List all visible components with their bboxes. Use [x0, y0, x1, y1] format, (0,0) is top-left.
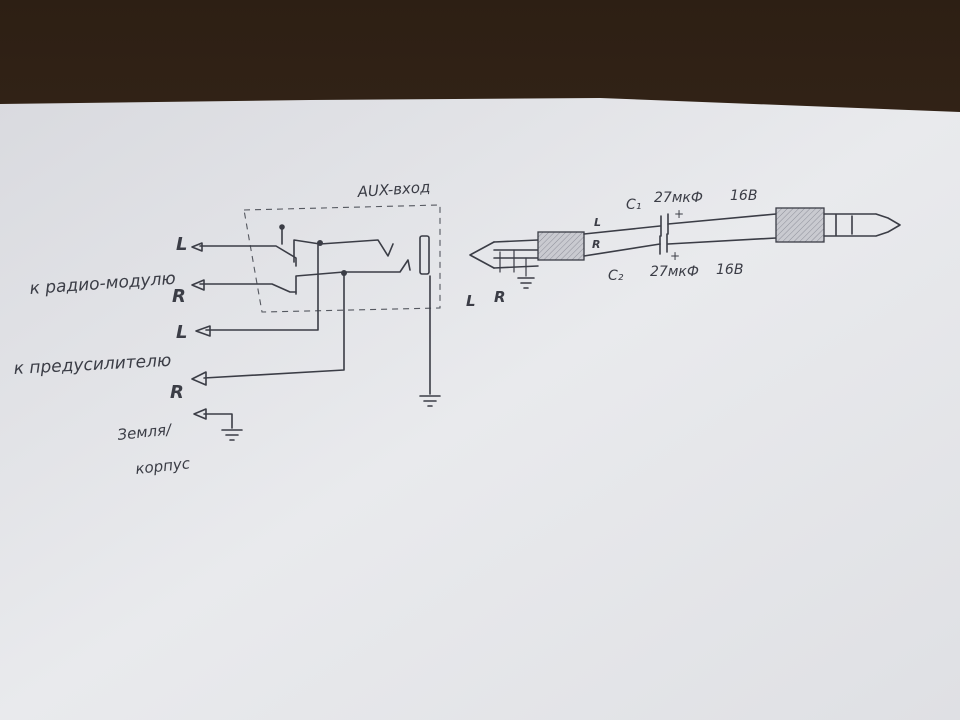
label-L-radio: L — [176, 234, 187, 255]
label-jack-R: R — [494, 288, 506, 306]
svg-text:+: + — [670, 249, 680, 263]
label-wire-R: R — [592, 238, 600, 251]
plug-left-tip — [469, 241, 495, 269]
label-ground-2: корпус — [135, 454, 192, 478]
label-c2-name: C₂ — [608, 268, 624, 284]
label-c1-value: 27мкФ — [654, 190, 703, 206]
label-ground-1: Земля/ — [117, 420, 174, 444]
label-wire-L: L — [594, 216, 601, 229]
label-jack-L: L — [466, 292, 476, 310]
aux-box-outline — [243, 204, 441, 313]
aux-circuit: AUX-вход L к радио — [13, 178, 441, 478]
switch-contact-R — [295, 259, 411, 295]
wire-radio-L — [191, 224, 297, 267]
switch-contact-L — [293, 239, 394, 263]
plug-right — [823, 213, 901, 237]
label-c1-voltage: 16В — [730, 188, 757, 204]
label-L-preamp: L — [176, 322, 187, 343]
label-R-preamp: R — [170, 382, 184, 403]
ground-symbol-aux — [419, 395, 441, 407]
ground-symbol-body — [221, 429, 243, 441]
heatshrink-left — [537, 231, 585, 261]
capacitor-c2: + — [659, 233, 680, 263]
label-R-radio: R — [172, 286, 186, 307]
ground-symbol-cable — [517, 277, 535, 289]
aux-cable: L R L R + + C₁ 27мкФ 16В C₂ 27мкФ 16В — [466, 188, 901, 310]
aux-box-label: AUX-вход — [356, 178, 431, 201]
svg-text:+: + — [674, 207, 684, 221]
wire-radio-R — [191, 279, 297, 293]
label-c1-name: C₁ — [626, 197, 641, 213]
paper-sheet — [0, 98, 960, 720]
label-c2-voltage: 16В — [716, 262, 743, 278]
heatshrink-right — [775, 207, 825, 243]
label-c2-value: 27мкФ — [650, 264, 699, 280]
jack-sleeve — [419, 235, 430, 275]
